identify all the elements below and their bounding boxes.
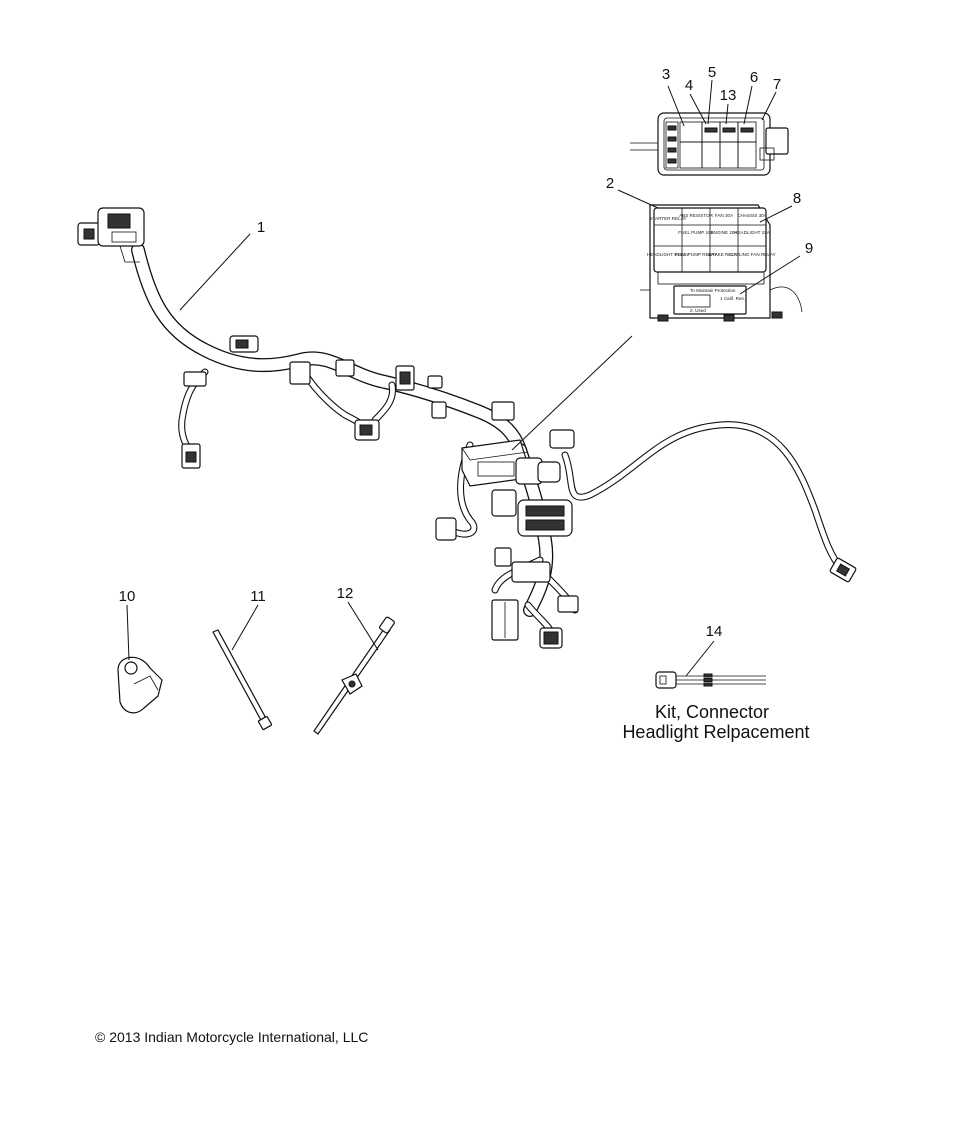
copyright-symbol: © — [95, 1029, 106, 1045]
harness-connectors — [181, 335, 579, 613]
kit-title-line2: Headlight Relpacement — [622, 722, 809, 742]
callout-6: 6 — [750, 69, 758, 86]
clamp-part-10 — [117, 656, 163, 714]
callout-numbers: 1 2 3 4 5 6 7 8 9 10 11 12 13 14 — [119, 64, 814, 640]
lower-connector-block — [491, 489, 573, 649]
relay-box-label-side: 1 Calif. Res. — [720, 296, 745, 301]
relay-label-r1c4: CHASSIS 30A — [737, 213, 768, 218]
leader-lines — [126, 79, 801, 677]
headlight-end-connector — [829, 557, 857, 583]
copyright-text: 2013 Indian Motorcycle International, LL… — [105, 1029, 369, 1045]
callout-2: 2 — [606, 175, 614, 192]
cable-tie-mount-12 — [313, 616, 395, 735]
relay-label-r2c2: FUEL PUMP 15A — [678, 230, 714, 235]
callout-12: 12 — [337, 585, 354, 602]
central-relay-module — [461, 429, 575, 487]
callout-5: 5 — [708, 64, 716, 81]
copyright-notice: © 2013 Indian Motorcycle International, … — [95, 1029, 368, 1045]
relay-label-r1c2: ABS RESISTOR — [679, 213, 714, 218]
relay-box-label-foot: 2. Used — [690, 308, 706, 313]
callout-11: 11 — [250, 588, 266, 605]
kit-title-line1: Kit, Connector — [655, 702, 769, 722]
fuse-box-top-view — [630, 112, 789, 176]
callout-9: 9 — [805, 240, 813, 257]
relay-label-r2c4: HEADLIGHT 15A — [734, 230, 771, 235]
callout-1: 1 — [257, 219, 265, 236]
relay-label-r3c3: BRAKE RELAY — [708, 252, 740, 257]
relay-label-r3c2: FUEL PUMP RELAY — [675, 252, 717, 257]
relay-label-r3c4: COOLING FAN RELAY — [728, 252, 775, 257]
callout-7: 7 — [773, 76, 781, 93]
relay-label-r1c1: STARTER RELAY — [649, 216, 686, 221]
callout-10: 10 — [119, 588, 136, 605]
callout-13: 13 — [720, 87, 737, 104]
relay-box-view: STARTER RELAY ABS RESISTOR FAN 30A CHASS… — [640, 204, 803, 322]
callout-4: 4 — [685, 77, 693, 94]
callout-14: 14 — [706, 623, 723, 640]
top-left-connector-cluster — [77, 207, 145, 263]
relay-label-r3c1: HEADLIGHT RELAY — [647, 252, 689, 257]
relay-label-r1c3: FAN 30A — [715, 213, 734, 218]
cable-tie-11 — [212, 629, 273, 731]
callout-8: 8 — [793, 190, 801, 207]
main-wiring-harness — [77, 207, 857, 649]
headlight-connector-kit-14: Kit, Connector Headlight Relpacement — [622, 671, 810, 742]
relay-box-label-title: To Maintain Protection — [690, 288, 736, 293]
callout-3: 3 — [662, 66, 670, 83]
relay-label-r2c3: ENGINE 20A — [710, 230, 738, 235]
